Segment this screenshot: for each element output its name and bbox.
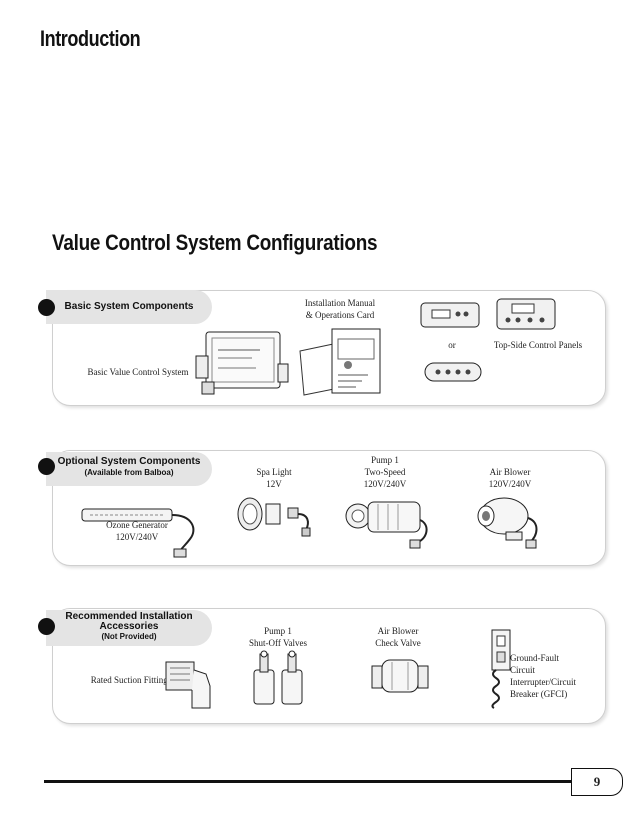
basic-components-tab-label: Basic System Components bbox=[64, 301, 194, 312]
manual-caption: Installation Manual & Operations Card bbox=[304, 298, 376, 320]
accessories-tab-title: Recommended Installation bbox=[65, 611, 193, 622]
optional-components-tab: Optional System Components (Available fr… bbox=[46, 452, 212, 486]
ozone-generator-illustration bbox=[81, 508, 195, 558]
spa-light-illustration bbox=[237, 497, 311, 537]
pump-illustration bbox=[345, 501, 428, 549]
basic-bullet bbox=[38, 299, 55, 316]
basic-system-caption: Basic Value Control System bbox=[87, 367, 189, 377]
control-box-illustration bbox=[195, 331, 289, 395]
optional-tab-subtitle: (Available from Balboa) bbox=[84, 468, 174, 477]
pump-caption: Pump 1 Two-Speed 120V/240V bbox=[363, 455, 407, 489]
page-number: 9 bbox=[571, 768, 623, 796]
gfci-caption: Ground-Fault Circuit Interrupter/Circuit… bbox=[510, 653, 576, 699]
control-panels-caption: Top-Side Control Panels bbox=[493, 340, 583, 350]
accessories-tab-title-2: Accessories bbox=[99, 621, 159, 632]
accessories-tab-subtitle: (Not Provided) bbox=[101, 632, 157, 641]
shut-off-valves-caption: Pump 1 Shut-Off Valves bbox=[249, 626, 307, 648]
gfci-illustration bbox=[491, 629, 511, 709]
air-blower-illustration bbox=[477, 497, 538, 549]
accessories-bullet bbox=[38, 618, 55, 635]
manual-illustration bbox=[299, 328, 381, 396]
page-title: Introduction bbox=[40, 26, 141, 51]
control-panel-2-illustration bbox=[496, 298, 556, 330]
check-valve-illustration bbox=[371, 659, 429, 693]
basic-components-tab: Basic System Components bbox=[46, 290, 212, 324]
air-blower-caption: Air Blower 120V/240V bbox=[488, 467, 532, 489]
spa-light-caption: Spa Light 12V bbox=[256, 467, 292, 489]
suction-fittings-caption: Rated Suction Fittings bbox=[90, 675, 172, 685]
footer-rule bbox=[44, 780, 572, 783]
control-panel-1-illustration bbox=[420, 302, 480, 328]
shut-off-valves-illustration bbox=[253, 650, 303, 705]
control-panel-3-illustration bbox=[424, 362, 482, 382]
check-valve-caption: Air Blower Check Valve bbox=[375, 626, 421, 648]
suction-fitting-illustration bbox=[165, 661, 211, 709]
accessories-tab: Recommended Installation Accessories (No… bbox=[46, 610, 212, 646]
or-caption: or bbox=[448, 340, 456, 350]
ozone-caption: Ozone Generator 120V/240V bbox=[106, 520, 168, 542]
section-title: Value Control System Configurations bbox=[52, 230, 378, 255]
optional-tab-title: Optional System Components bbox=[57, 456, 201, 467]
optional-bullet bbox=[38, 458, 55, 475]
